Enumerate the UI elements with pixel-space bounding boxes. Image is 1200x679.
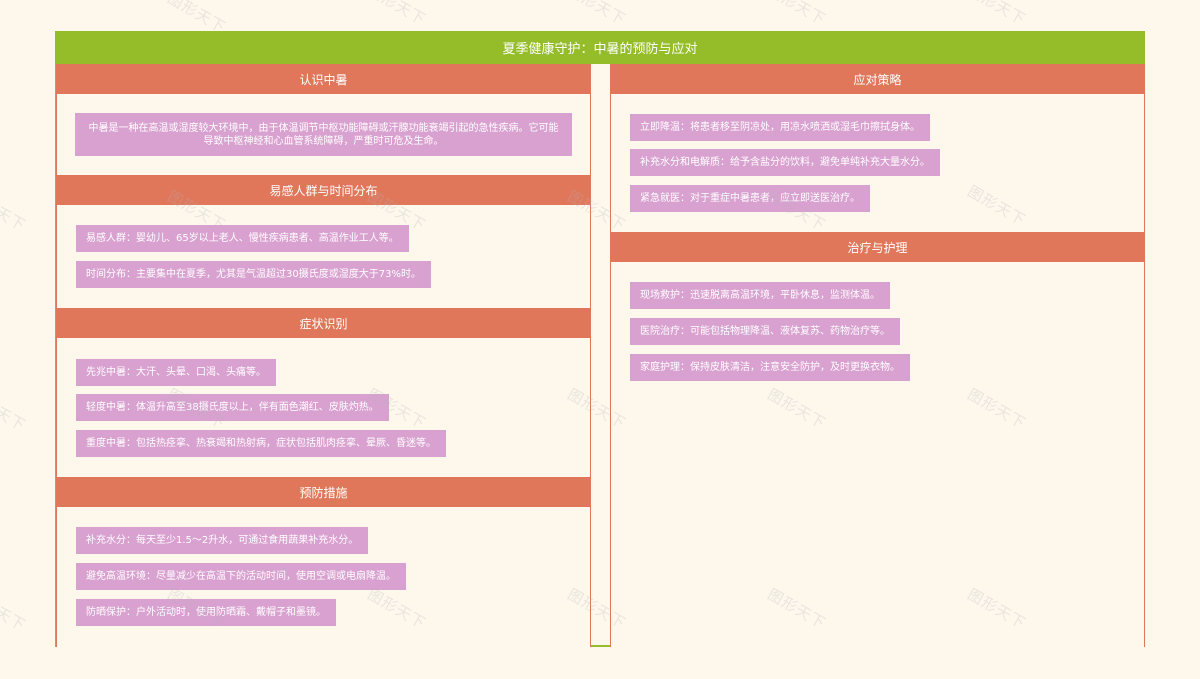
info-text: 家庭护理：保持皮肤清洁，注意安全防护，及时更换衣物。 [640,362,900,373]
info-text: 中暑是一种在高温或湿度较大环境中，由于体温调节中枢功能障碍或汗腺功能衰竭引起的急… [88,122,559,147]
watermark: 图形天下 [0,587,29,635]
info-box: 防晒保护：户外活动时，使用防晒霜、戴帽子和墨镜。 [76,599,336,626]
watermark: 图形天下 [964,0,1029,29]
info-text: 易感人群：婴幼儿、65岁以上老人、慢性疾病患者、高温作业工人等。 [86,233,399,244]
section-header-prevention: 预防措施 [56,477,591,507]
section-header-treatment-care: 治疗与护理 [610,232,1145,262]
info-box: 轻度中暑：体温升高至38摄氏度以上，伴有面色潮红、皮肤灼热。 [76,394,389,421]
watermark: 图形天下 [0,187,29,235]
info-box: 中暑是一种在高温或湿度较大环境中，由于体温调节中枢功能障碍或汗腺功能衰竭引起的急… [75,113,572,156]
section-title: 症状识别 [299,316,348,331]
info-text: 先兆中暑：大汗、头晕、口渴、头痛等。 [86,367,266,378]
watermark: 图形天下 [0,387,29,435]
info-box: 紧急就医：对于重症中暑患者，应立即送医治疗。 [630,185,870,212]
section-header-understanding: 认识中暑 [56,64,591,94]
info-box: 医院治疗：可能包括物理降温、液体复苏、药物治疗等。 [630,318,900,345]
section-title: 易感人群与时间分布 [269,183,378,198]
info-box: 易感人群：婴幼儿、65岁以上老人、慢性疾病患者、高温作业工人等。 [76,225,409,252]
watermark: 图形天下 [564,0,629,29]
info-text: 现场救护：迅速脱离高温环境，平卧休息，监测体温。 [640,290,880,301]
info-box: 补充水分：每天至少1.5～2升水，可通过食用蔬果补充水分。 [76,527,369,554]
section-header-symptoms: 症状识别 [56,308,591,338]
info-box: 立即降温：将患者移至阴凉处，用凉水喷洒或湿毛巾擦拭身体。 [630,114,930,141]
info-text: 时间分布：主要集中在夏季，尤其是气温超过30摄氏度或湿度大于73%时。 [86,269,421,280]
section-title: 预防措施 [299,485,348,500]
info-text: 重度中暑：包括热痉挛、热衰竭和热射病，症状包括肌肉痉挛、晕厥、昏迷等。 [86,438,436,449]
section-header-susceptible-groups: 易感人群与时间分布 [56,175,591,205]
info-box: 补充水分和电解质：给予含盐分的饮料，避免单纯补充大量水分。 [630,149,940,176]
diagram-title: 夏季健康守护：中暑的预防与应对 [55,31,1145,64]
section-title: 认识中暑 [299,72,348,87]
section-header-response-strategies: 应对策略 [610,64,1145,94]
left-column: 认识中暑 中暑是一种在高温或湿度较大环境中，由于体温调节中枢功能障碍或汗腺功能衰… [56,64,591,647]
info-text: 补充水分：每天至少1.5～2升水，可通过食用蔬果补充水分。 [86,535,359,546]
info-box: 现场救护：迅速脱离高温环境，平卧休息，监测体温。 [630,282,890,309]
info-box: 避免高温环境：尽量减少在高温下的活动时间，使用空调或电扇降温。 [76,563,406,590]
watermark: 图形天下 [364,0,429,29]
info-text: 医院治疗：可能包括物理降温、液体复苏、药物治疗等。 [640,326,890,337]
info-text: 轻度中暑：体温升高至38摄氏度以上，伴有面色潮红、皮肤灼热。 [86,402,379,413]
info-box: 重度中暑：包括热痉挛、热衰竭和热射病，症状包括肌肉痉挛、晕厥、昏迷等。 [76,430,446,457]
right-column: 应对策略 立即降温：将患者移至阴凉处，用凉水喷洒或湿毛巾擦拭身体。 补充水分和电… [610,64,1145,647]
info-text: 避免高温环境：尽量减少在高温下的活动时间，使用空调或电扇降温。 [86,571,396,582]
info-box: 家庭护理：保持皮肤清洁，注意安全防护，及时更换衣物。 [630,354,910,381]
info-text: 防晒保护：户外活动时，使用防晒霜、戴帽子和墨镜。 [86,607,326,618]
info-text: 紧急就医：对于重症中暑患者，应立即送医治疗。 [640,193,860,204]
info-text: 补充水分和电解质：给予含盐分的饮料，避免单纯补充大量水分。 [640,157,930,168]
info-box: 时间分布：主要集中在夏季，尤其是气温超过30摄氏度或湿度大于73%时。 [76,261,431,288]
watermark: 图形天下 [764,0,829,29]
section-title: 治疗与护理 [847,240,908,255]
info-text: 立即降温：将患者移至阴凉处，用凉水喷洒或湿毛巾擦拭身体。 [640,122,920,133]
section-title: 应对策略 [853,72,902,87]
diagram-title-text: 夏季健康守护：中暑的预防与应对 [502,42,698,57]
info-box: 先兆中暑：大汗、头晕、口渴、头痛等。 [76,359,276,386]
